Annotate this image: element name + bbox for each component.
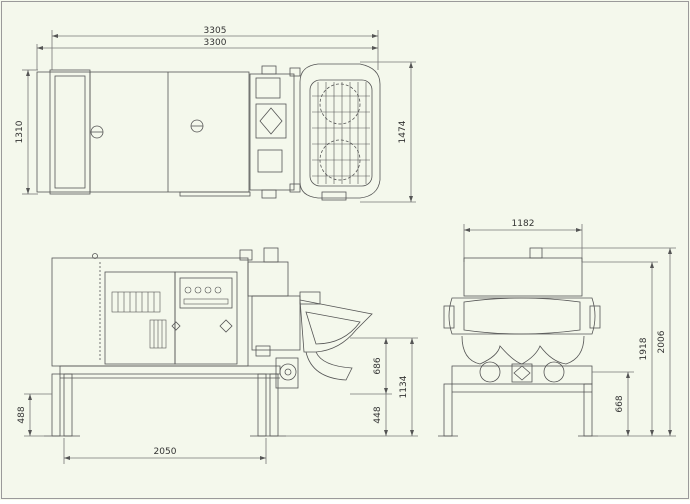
side-outlet-pipe <box>305 351 353 381</box>
front-pump-valve <box>511 363 533 383</box>
front-hopper-body <box>448 297 596 335</box>
side-pump-wheel <box>279 363 297 381</box>
arrow-left-2050 <box>64 456 70 460</box>
top-radiator-core <box>54 75 86 189</box>
side-control-panel <box>179 277 233 309</box>
arrow-bottom-1310 <box>26 188 30 194</box>
label-1310: 1310 <box>15 120 25 143</box>
arrow-top-686 <box>384 338 388 344</box>
top-hopper-outline <box>299 63 381 199</box>
side-lifting-ring <box>92 253 98 259</box>
top-hopper-agitator-1 <box>319 83 361 125</box>
side-door-latch-left <box>171 321 181 331</box>
side-hopper-flange <box>299 291 321 305</box>
arrow-right-1182 <box>576 228 582 232</box>
top-pump-cover-1 <box>255 77 281 99</box>
side-door-latch-right <box>219 319 233 333</box>
arrow-top-1474 <box>409 62 413 68</box>
arrow-bottom-1474 <box>409 196 413 202</box>
arrow-top-1310 <box>26 70 30 76</box>
arrow-top-668 <box>626 372 630 378</box>
side-pump-valve <box>255 345 271 357</box>
arrow-top-488 <box>28 394 32 400</box>
front-valve-icon <box>513 365 531 381</box>
top-main-body <box>36 71 250 193</box>
arrow-left-3305 <box>52 34 58 38</box>
side-louver-vents <box>111 291 167 349</box>
side-pump-body <box>251 295 301 351</box>
label-488: 488 <box>17 406 27 423</box>
side-pump-wheel-hub <box>284 368 292 376</box>
label-1918: 1918 <box>639 337 649 360</box>
top-view <box>22 30 416 203</box>
front-cylinder-right <box>543 361 565 383</box>
side-control-gauges <box>183 286 229 305</box>
side-hopper-inner <box>305 311 361 345</box>
top-pump-cover-2 <box>255 103 287 139</box>
arrow-bottom-448 <box>384 430 388 436</box>
arrow-right-2050 <box>260 456 266 460</box>
front-base-frame <box>451 365 593 385</box>
arrow-bottom-2006 <box>668 430 672 436</box>
label-2006: 2006 <box>657 330 667 353</box>
label-686: 686 <box>373 357 383 374</box>
side-view <box>24 247 418 464</box>
arrow-bottom-1134 <box>410 430 414 436</box>
top-hopper-outlet <box>321 191 347 201</box>
top-hopper-grille-frame <box>309 79 373 187</box>
top-clamp-bottom <box>289 183 301 193</box>
top-fitting-top <box>261 65 277 75</box>
arrow-top-1134 <box>410 338 414 344</box>
front-cylinder-left <box>479 361 501 383</box>
top-base-lip <box>179 191 251 197</box>
label-1474: 1474 <box>398 120 408 143</box>
front-side-fitting-left <box>443 305 455 329</box>
label-3300: 3300 <box>204 38 227 48</box>
side-door-right <box>174 271 238 365</box>
arrow-left-3300 <box>37 46 43 50</box>
label-668: 668 <box>615 395 625 412</box>
arrow-right-3305 <box>372 34 378 38</box>
arrow-right-3300 <box>372 46 378 50</box>
front-side-fitting-right <box>589 305 601 329</box>
top-fitting-bottom <box>261 189 277 199</box>
front-hopper-inner <box>463 297 581 335</box>
label-1134: 1134 <box>399 375 409 398</box>
arrow-bottom-668 <box>626 430 630 436</box>
label-2050: 2050 <box>154 447 177 457</box>
top-hopper-agitator-2 <box>319 139 361 181</box>
front-enclosure-top <box>463 257 583 297</box>
top-clamp-top <box>289 67 301 77</box>
side-pump-lower <box>275 357 299 389</box>
label-448: 448 <box>373 406 383 423</box>
arrow-top-2006 <box>668 248 672 254</box>
arrow-bottom-1918 <box>650 430 654 436</box>
top-pump-cover-3 <box>257 149 283 173</box>
label-1182: 1182 <box>512 219 535 229</box>
arrow-bottom-686 <box>384 388 388 394</box>
top-pump-valve <box>259 107 283 135</box>
front-view <box>438 224 676 437</box>
arrow-bottom-488 <box>28 430 32 436</box>
top-hopper-grille <box>312 82 370 184</box>
label-3305: 3305 <box>204 26 227 36</box>
arrow-left-1182 <box>464 228 470 232</box>
side-top-fitting-1 <box>239 249 253 261</box>
arrow-top-1918 <box>650 262 654 268</box>
front-top-fitting <box>529 247 543 259</box>
